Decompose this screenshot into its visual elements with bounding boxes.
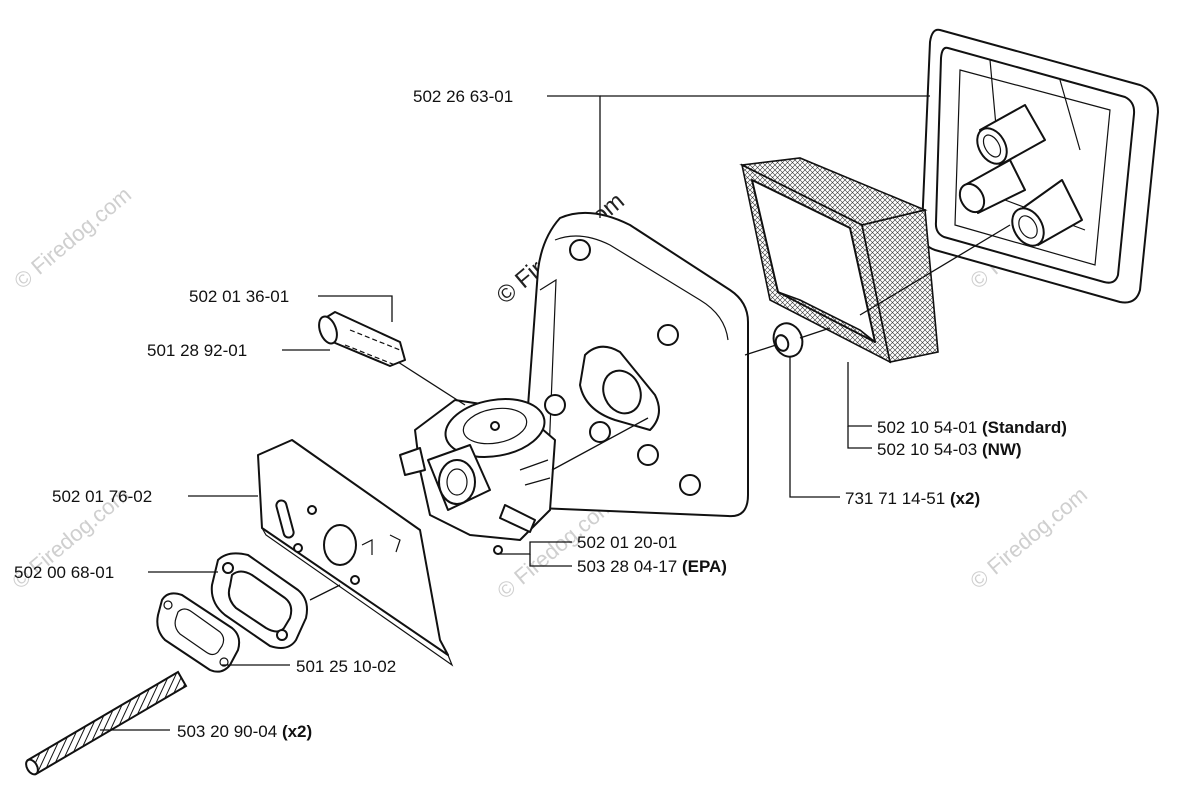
leader-lines <box>100 95 1011 731</box>
callout-stud[interactable]: 503 20 90-04 (x2) <box>177 722 312 741</box>
carburetor-drawing <box>399 398 556 555</box>
callout-air-filter-standard[interactable]: 502 10 54-01 (Standard) <box>877 418 1067 437</box>
washer-drawing <box>772 322 804 358</box>
callout-carburetor[interactable]: 502 01 20-01 <box>577 533 677 552</box>
callout-fuel-line-grommet[interactable]: 501 28 92-01 <box>147 341 247 360</box>
watermark-faded: © Firedog.com <box>9 182 136 294</box>
callout-air-filter-cover[interactable]: 502 26 63-01 <box>413 87 513 106</box>
callout-fuel-line-clip[interactable]: 502 01 36-01 <box>189 287 289 306</box>
callout-air-filter-nw[interactable]: 502 10 54-03 (NW) <box>877 440 1022 459</box>
air-filter-cover-drawing <box>920 28 1159 304</box>
intake-spacer-drawing <box>210 552 308 649</box>
callout-labels: 502 26 63-01 502 01 36-01 501 28 92-01 5… <box>14 87 1067 741</box>
stud-drawing <box>25 670 188 776</box>
callout-carburetor-epa[interactable]: 503 28 04-17 (EPA) <box>577 557 727 576</box>
fuel-line-grommet-drawing <box>318 311 406 367</box>
watermark-faded: © Firedog.com <box>965 482 1092 594</box>
air-filter-mesh-drawing <box>739 157 939 364</box>
callout-heat-shield[interactable]: 502 01 76-02 <box>52 487 152 506</box>
callout-washer[interactable]: 731 71 14-51 (x2) <box>845 489 980 508</box>
heat-shield-drawing <box>257 439 454 667</box>
carburetor-adapter-drawing <box>520 211 749 518</box>
callout-gasket[interactable]: 501 25 10-02 <box>296 657 396 676</box>
callout-intake-spacer[interactable]: 502 00 68-01 <box>14 563 114 582</box>
